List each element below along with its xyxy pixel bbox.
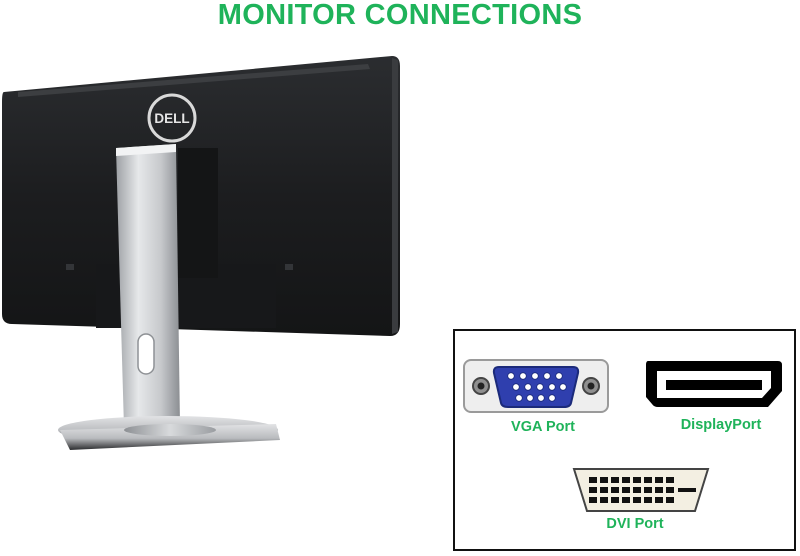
dell-logo-text: DELL xyxy=(154,111,189,126)
displayport-port xyxy=(642,357,786,416)
vga-port-icon xyxy=(463,359,609,413)
ports-panel: VGA Port DisplayPort DVI Port xyxy=(453,329,796,551)
vga-port-label: VGA Port xyxy=(511,419,575,435)
dvi-port-icon xyxy=(572,468,710,512)
page-title: MONITOR CONNECTIONS xyxy=(217,0,583,31)
displayport-icon xyxy=(646,361,782,407)
dvi-port-label: DVI Port xyxy=(606,516,664,532)
monitor-rear-image: DELL xyxy=(0,52,410,472)
dvi-port xyxy=(571,465,711,520)
vga-port xyxy=(463,359,609,418)
displayport-label: DisplayPort xyxy=(680,417,762,433)
